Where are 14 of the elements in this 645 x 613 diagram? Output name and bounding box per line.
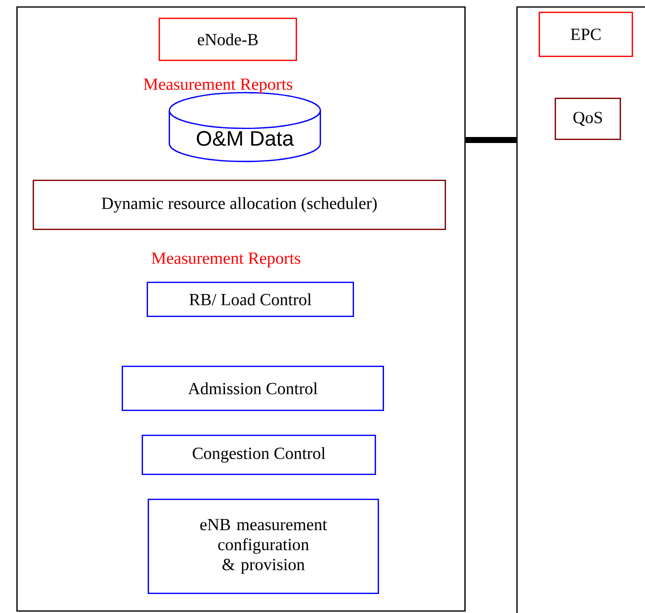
process-box: Congestion Control	[142, 434, 376, 475]
database-cylinder: O&M Data	[168, 92, 321, 162]
process-box: Admission Control	[122, 366, 384, 411]
panel-box	[16, 6, 466, 612]
title-box: eNode-B	[158, 18, 297, 61]
process-box: eNB measurement configuration & provision	[148, 498, 379, 594]
title-box: EPC	[538, 12, 633, 57]
measurement-label: Measurement Reports	[152, 252, 300, 268]
process-box: RB/ Load Control	[146, 282, 354, 317]
measurement-label: Measurement Reports	[144, 78, 292, 94]
connector-line	[466, 137, 516, 143]
process-box: QoS	[554, 98, 621, 140]
panel-box	[516, 6, 645, 613]
process-box: Dynamic resource allocation (scheduler)	[32, 180, 446, 230]
